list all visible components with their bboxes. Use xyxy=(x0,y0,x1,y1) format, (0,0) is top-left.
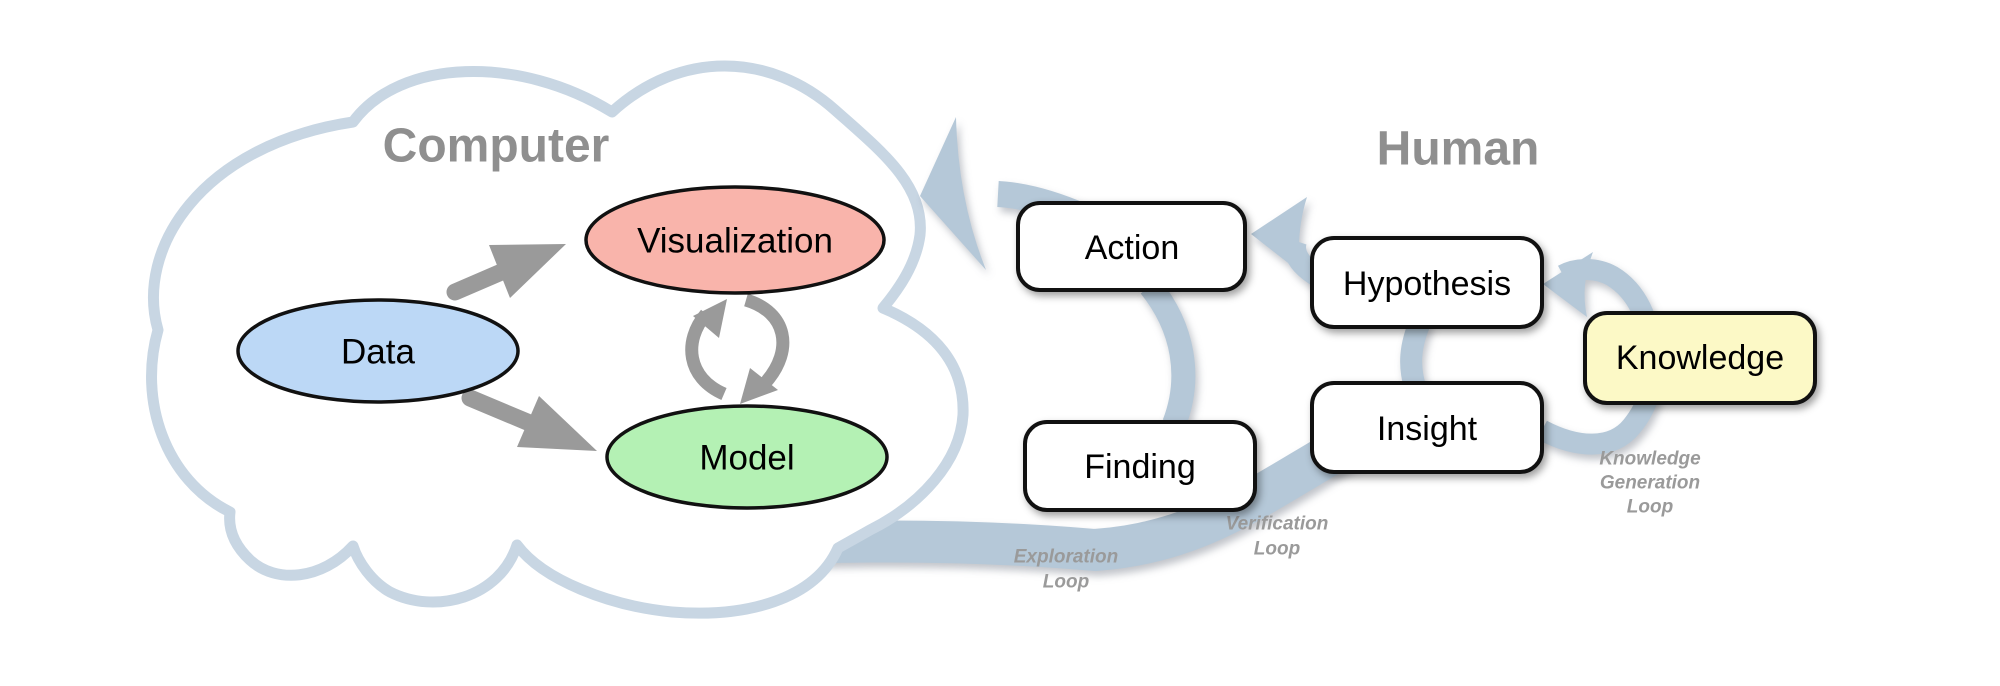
loop-captions: Exploration Loop Verification Loop Knowl… xyxy=(1014,449,1701,593)
finding-node-label: Finding xyxy=(1084,448,1196,486)
exploration-loop-action-finding-band xyxy=(1140,278,1196,429)
exploration-loop-arrowhead xyxy=(920,117,986,270)
finding-node xyxy=(1023,420,1257,512)
action-node xyxy=(1016,201,1247,292)
hypothesis-node xyxy=(1310,236,1544,329)
insight-node xyxy=(1310,381,1544,474)
knowledge-generation-loop-label-line3: Loop xyxy=(1627,497,1673,518)
model-node-label: Model xyxy=(699,439,794,478)
computer-arrowheads xyxy=(489,244,778,451)
visualization-node xyxy=(584,185,886,295)
visualization-to-model-cycle-arc xyxy=(743,293,790,387)
human-section-title: Human xyxy=(1377,123,1540,176)
exploration-loop-label-line1: Exploration xyxy=(1014,547,1119,568)
model-to-visualization-cycle-arrowhead xyxy=(693,299,727,338)
data-to-visualization-arrowhead xyxy=(489,244,566,298)
knowledge-generation-loop-label-line2: Generation xyxy=(1600,473,1700,494)
data-to-model-arrow xyxy=(461,389,541,433)
knowledge-loop-arrowhead xyxy=(1543,252,1593,317)
model-node xyxy=(605,404,889,510)
data-to-visualization-arrow xyxy=(446,261,515,301)
data-node xyxy=(236,298,520,404)
hypothesis-node-label: Hypothesis xyxy=(1343,265,1511,303)
data-node-label: Data xyxy=(341,333,415,372)
knowledge-node-label: Knowledge xyxy=(1616,339,1784,377)
verification-loop-hypothesis-insight-band xyxy=(1400,315,1432,394)
action-node-label: Action xyxy=(1085,229,1180,267)
verification-loop-label-line2: Loop xyxy=(1254,539,1300,560)
visualization-to-model-cycle-arrowhead xyxy=(740,368,778,404)
knowledge-generation-loop-label-line1: Knowledge xyxy=(1599,449,1701,470)
verification-loop-label-line1: Verification xyxy=(1226,514,1329,535)
computer-arrows xyxy=(446,261,790,433)
exploration-loop-label-line2: Loop xyxy=(1043,572,1089,593)
computer-nodes xyxy=(236,185,889,510)
insight-node-label: Insight xyxy=(1377,410,1478,448)
visualization-node-label: Visualization xyxy=(637,222,833,261)
knowledge-node xyxy=(1583,311,1817,405)
model-to-visualization-cycle-arc xyxy=(685,309,727,400)
data-to-model-arrowhead xyxy=(517,396,597,451)
computer-section-title: Computer xyxy=(383,120,610,173)
verification-loop-arrowhead xyxy=(1251,197,1307,273)
human-nodes xyxy=(1016,201,1817,512)
